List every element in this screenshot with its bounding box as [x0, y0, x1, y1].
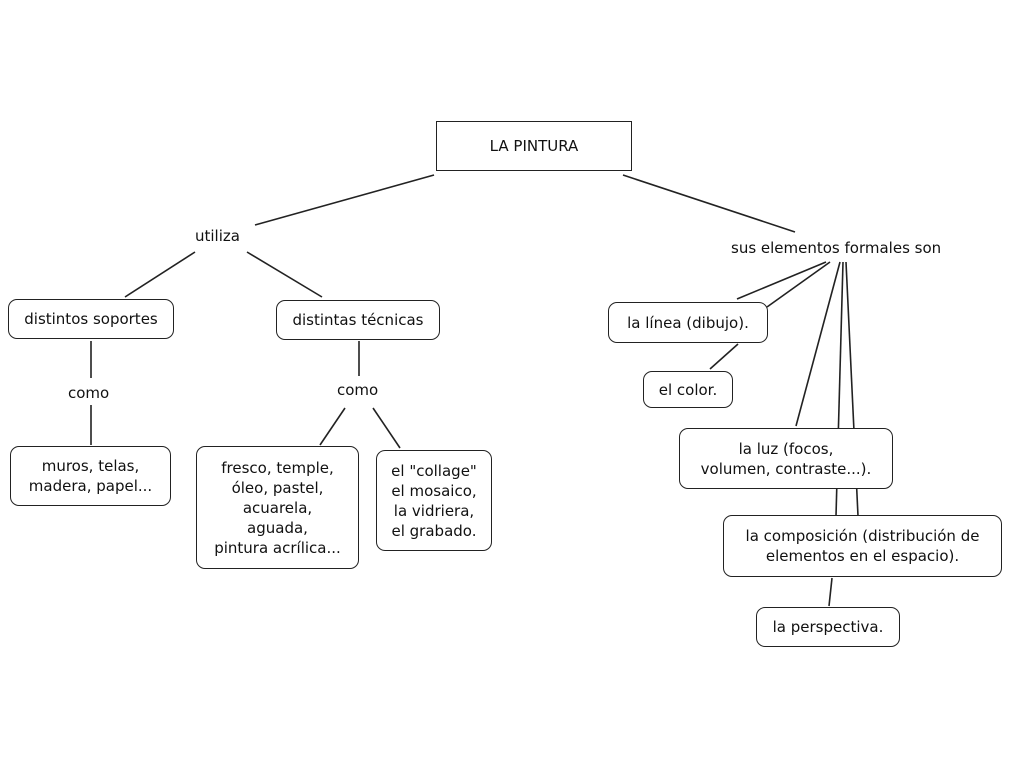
node-element-line: la línea (dibujo).: [608, 302, 768, 343]
node-techniques-examples-2: el "collage" el mosaico, la vidriera, el…: [376, 450, 492, 551]
connector-como-techniques-examples-2: [372, 407, 401, 449]
node-element-perspective: la perspectiva.: [756, 607, 900, 647]
connector-elements-light: [795, 261, 841, 427]
node-element-light: la luz (focos, volumen, contraste...).: [679, 428, 893, 489]
node-supports-examples: muros, telas, madera, papel...: [10, 446, 171, 506]
connector-utiliza-supports: [124, 251, 196, 298]
link-label-utiliza: utiliza: [195, 227, 240, 245]
link-label-techniques-como: como: [337, 381, 379, 399]
node-element-color: el color.: [643, 371, 733, 408]
connector-composition-perspective: [828, 577, 833, 607]
connector-line-color: [709, 343, 739, 370]
connector-root-elements: [622, 174, 796, 233]
node-techniques-examples-1: fresco, temple, óleo, pastel, acuarela, …: [196, 446, 359, 569]
connector-como-techniques-examples-1: [319, 407, 346, 446]
node-element-composition: la composición (distribución de elemento…: [723, 515, 1002, 577]
connector-utiliza-techniques: [246, 251, 323, 298]
connector-root-utiliza: [254, 174, 435, 226]
node-techniques: distintas técnicas: [276, 300, 440, 340]
node-supports: distintos soportes: [8, 299, 174, 339]
link-label-supports-como: como: [68, 384, 110, 402]
link-label-elements: sus elementos formales son: [731, 239, 942, 257]
connector-elements-color: [766, 261, 831, 308]
root-node: LA PINTURA: [436, 121, 632, 171]
connector-elements-line: [736, 261, 827, 300]
